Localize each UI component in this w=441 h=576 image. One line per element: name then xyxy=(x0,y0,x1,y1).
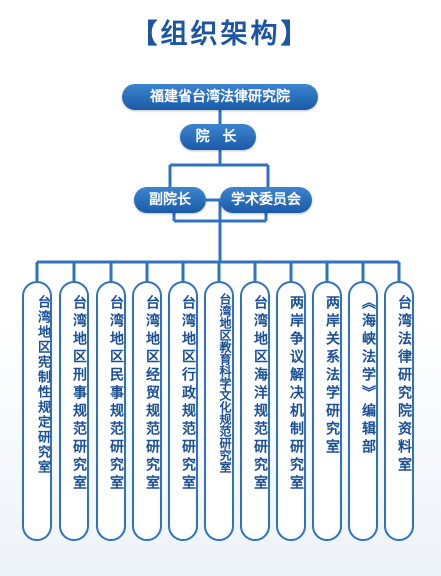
department-box: 台湾地区经贸规范研究室 xyxy=(132,281,162,541)
department-label: 台湾地区海洋规范研究室 xyxy=(252,295,268,493)
department-label: 台湾地区民事规范研究室 xyxy=(108,295,124,493)
department-box: 台湾地区教育科学文化规范研究室 xyxy=(204,281,234,541)
department-label: 两岸争议解决机制研究室 xyxy=(288,295,304,493)
department-label: 《海峡法学》编辑部 xyxy=(360,295,376,457)
department-box: 台湾地区刑事规范研究室 xyxy=(59,281,89,541)
department-label: 台湾地区教育科学文化规范研究室 xyxy=(218,293,232,473)
department-box: 两岸关系法学研究室 xyxy=(312,281,342,541)
root-node: 福建省台湾法律研究院 xyxy=(122,84,318,110)
department-box: 两岸争议解决机制研究室 xyxy=(276,281,306,541)
department-box: 台湾地区海洋规范研究室 xyxy=(240,281,270,541)
department-label: 台湾地区宪制性规定研究室 xyxy=(35,295,50,475)
department-box: 《海峡法学》编辑部 xyxy=(348,281,378,541)
vice-president-node: 副院长 xyxy=(134,187,206,213)
department-label: 台湾地区经贸规范研究室 xyxy=(144,295,160,493)
department-box: 台湾法律研究院资料室 xyxy=(384,281,414,541)
page-title: 【组织架构】 xyxy=(130,19,311,50)
department-label: 台湾地区刑事规范研究室 xyxy=(71,295,87,493)
department-box: 台湾地区行政规范研究室 xyxy=(168,281,198,541)
committee-node: 学术委员会 xyxy=(220,187,312,213)
department-label: 台湾法律研究院资料室 xyxy=(396,295,412,475)
president-node: 院 长 xyxy=(180,124,256,150)
department-label: 台湾地区行政规范研究室 xyxy=(180,295,196,493)
department-label: 两岸关系法学研究室 xyxy=(324,295,340,457)
department-box: 台湾地区宪制性规定研究室 xyxy=(22,281,52,541)
department-box: 台湾地区民事规范研究室 xyxy=(96,281,126,541)
